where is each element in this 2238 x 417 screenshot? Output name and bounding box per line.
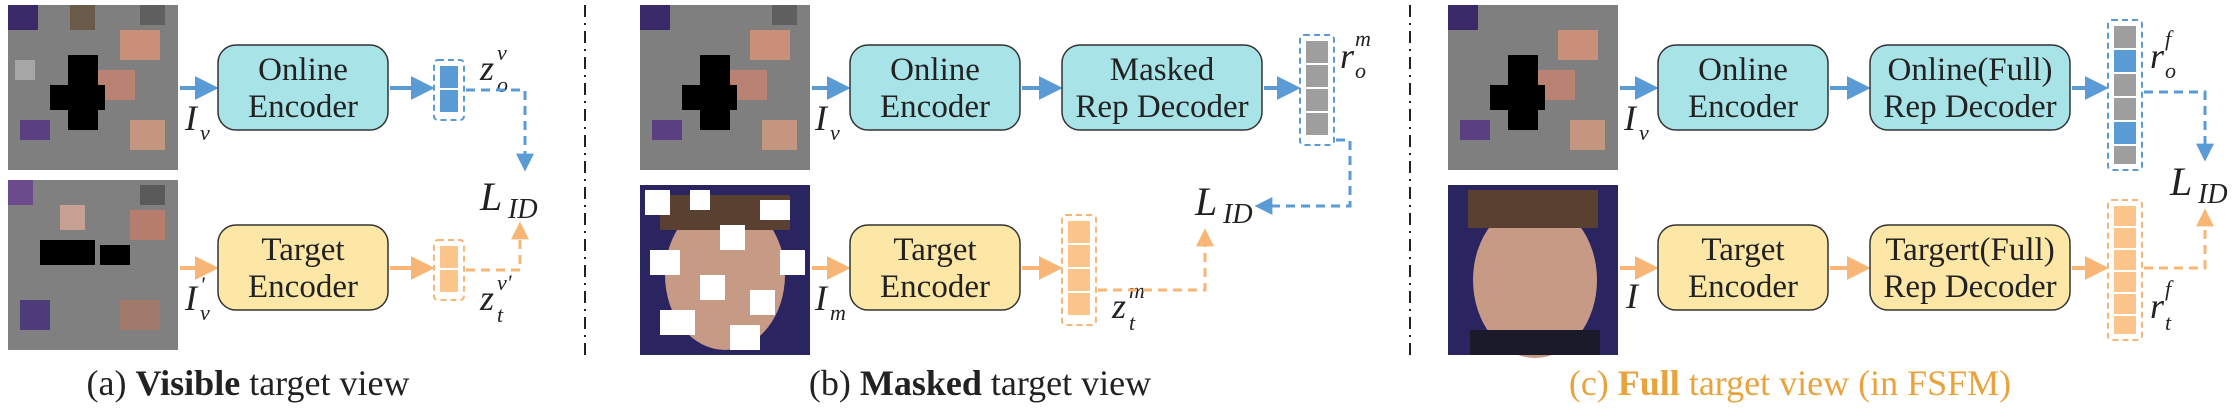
svg-text:Masked: Masked — [1110, 52, 1215, 88]
online-encoder-a-line1: Online — [258, 52, 348, 88]
svg-text:Rep Decoder: Rep Decoder — [1075, 89, 1248, 125]
svg-text:Targert(Full): Targert(Full) — [1885, 232, 2054, 268]
svg-text:v: v — [200, 300, 210, 325]
svg-text:r: r — [2150, 286, 2165, 326]
svg-text:t: t — [2165, 310, 2172, 335]
visible-masked-face-image-top — [8, 5, 178, 170]
svg-text:m: m — [830, 300, 846, 325]
input-target-label-b: I m — [814, 278, 846, 325]
svg-text:r: r — [2150, 36, 2165, 76]
z-target-label-a: z t v' — [479, 270, 512, 327]
r-online-label-c: r o f — [2150, 26, 2176, 83]
svg-text:t: t — [1129, 310, 1136, 335]
svg-text:z: z — [1111, 286, 1126, 326]
caption-a: (a) Visible target view — [87, 363, 410, 403]
svg-text:I: I — [1623, 98, 1638, 138]
svg-text:o: o — [2165, 58, 2176, 83]
svg-text:Encoder: Encoder — [880, 269, 990, 305]
svg-text:ID: ID — [507, 194, 538, 225]
input-target-label-a: I v ' — [184, 272, 210, 325]
online-encoder-a-line2: Encoder — [248, 89, 358, 125]
token-target-a — [433, 239, 465, 301]
target-full-rep-decoder-c: Targert(Full) Rep Decoder — [1869, 224, 2071, 311]
svg-text:v: v — [830, 120, 840, 145]
panel-b: I v I m Online Encoder Masked Rep Decode… — [640, 5, 1371, 403]
loss-label-a: L ID — [479, 174, 538, 225]
masked-face-image-bottom-b — [640, 185, 810, 355]
z-target-label-b: z t m — [1111, 278, 1145, 335]
svg-text:Rep Decoder: Rep Decoder — [1883, 89, 2056, 125]
svg-text:L: L — [479, 174, 502, 219]
svg-text:I: I — [184, 278, 199, 318]
svg-text:L: L — [1194, 179, 1217, 224]
svg-text:Online(Full): Online(Full) — [1888, 52, 2053, 88]
svg-text:I: I — [814, 98, 829, 138]
online-encoder-a: Online Encoder — [217, 44, 389, 131]
full-face-image-c — [1448, 185, 1618, 358]
input-online-label-a: I v — [184, 98, 210, 145]
panel-c: I v I Online Encoder Online(Full) Rep De… — [1448, 5, 2228, 403]
svg-text:m: m — [1355, 26, 1371, 51]
visible-masked-face-image-bottom — [8, 180, 178, 350]
target-encoder-c: Target Encoder — [1657, 224, 1829, 311]
svg-text:I: I — [184, 98, 199, 138]
masked-face-image-top-b — [640, 5, 810, 170]
svg-text:f: f — [2165, 26, 2174, 51]
masked-rep-decoder-b: Masked Rep Decoder — [1061, 44, 1263, 131]
svg-text:o: o — [497, 72, 508, 97]
target-encoder-a-line1: Target — [261, 232, 344, 268]
input-target-label-c: I — [1625, 276, 1640, 316]
loss-label-c: L ID — [2169, 159, 2228, 210]
svg-text:Target: Target — [1701, 232, 1784, 268]
svg-text:Encoder: Encoder — [1688, 269, 1798, 305]
token-target-b — [1061, 214, 1097, 326]
r-target-label-c: r t f — [2150, 276, 2174, 335]
r-online-label-b: r o m — [1340, 26, 1371, 83]
svg-text:v': v' — [497, 270, 512, 295]
input-online-label-c: I v — [1623, 98, 1649, 145]
svg-text:z: z — [479, 48, 494, 88]
svg-text:Online: Online — [1698, 52, 1788, 88]
token-target-c — [2107, 199, 2143, 341]
svg-text:I: I — [1625, 276, 1640, 316]
svg-text:Target: Target — [893, 232, 976, 268]
svg-text:f: f — [2165, 276, 2174, 301]
caption-b: (b) Masked target view — [809, 363, 1151, 403]
svg-text:o: o — [1355, 58, 1366, 83]
svg-text:Encoder: Encoder — [1688, 89, 1798, 125]
target-encoder-a-line2: Encoder — [248, 269, 358, 305]
svg-text:Rep Decoder: Rep Decoder — [1883, 269, 2056, 305]
masked-face-image-top-c — [1448, 5, 1618, 170]
token-online-c — [2107, 19, 2143, 171]
svg-text:I: I — [814, 278, 829, 318]
svg-text:': ' — [200, 272, 205, 297]
svg-text:r: r — [1340, 36, 1355, 76]
target-encoder-a: Target Encoder — [217, 224, 389, 311]
z-online-label-a: z o v — [479, 40, 508, 97]
online-full-rep-decoder-c: Online(Full) Rep Decoder — [1869, 44, 2071, 131]
target-encoder-b: Target Encoder — [849, 224, 1021, 311]
online-encoder-b: Online Encoder — [849, 44, 1021, 131]
svg-text:Online: Online — [890, 52, 980, 88]
caption-c: (c) Full target view (in FSFM) — [1569, 363, 2011, 403]
token-online-b — [1299, 34, 1335, 146]
svg-text:v: v — [1639, 120, 1649, 145]
svg-text:Encoder: Encoder — [880, 89, 990, 125]
panel-a: Online Encoder Target Encoder I v I v ' — [8, 5, 538, 403]
input-online-label-b: I v — [814, 98, 840, 145]
online-encoder-c: Online Encoder — [1657, 44, 1829, 131]
loss-label-b: L ID — [1194, 179, 1253, 230]
svg-text:ID: ID — [2197, 179, 2228, 210]
token-online-a — [433, 59, 465, 121]
svg-text:v: v — [497, 40, 507, 65]
svg-text:ID: ID — [1222, 199, 1253, 230]
svg-text:t: t — [497, 302, 504, 327]
svg-text:v: v — [200, 120, 210, 145]
svg-text:L: L — [2169, 159, 2192, 204]
svg-text:z: z — [479, 278, 494, 318]
